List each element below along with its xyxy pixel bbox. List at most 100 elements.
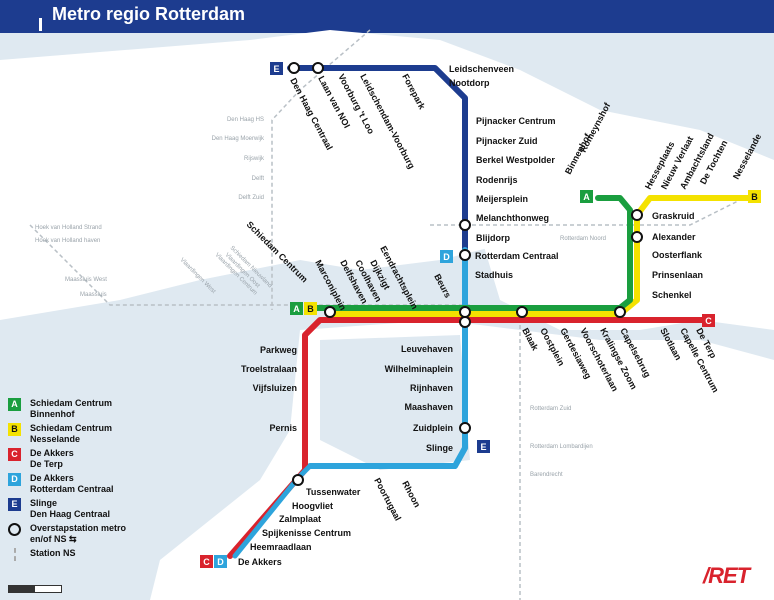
station-label-rotterdam-centraal: Rotterdam Centraal <box>475 251 559 261</box>
ns-label-15: Rotterdam Lombardijen <box>530 444 593 450</box>
station-label-maashaven: Maashaven <box>404 402 453 412</box>
station-label-alexander: Alexander <box>652 232 696 242</box>
legend-row: E Slinge Den Haag Centraal <box>8 498 110 519</box>
badge-b: B <box>304 302 317 315</box>
svg-text:C: C <box>705 316 712 326</box>
legend-badge: B <box>8 423 21 436</box>
station-label-beurs: Beurs <box>432 272 453 299</box>
badge-b: B <box>748 190 761 203</box>
legend-badge: A <box>8 398 21 411</box>
interchange-schiedam <box>324 306 336 318</box>
scale-bar <box>8 585 62 593</box>
station-label-pijnacker-zuid: Pijnacker Zuid <box>476 136 538 146</box>
badge-a: A <box>290 302 303 315</box>
svg-text:B: B <box>751 192 758 202</box>
page-title: Metro regio Rotterdam <box>52 4 246 24</box>
station-label-tussenwater: Tussenwater <box>306 487 361 497</box>
station-label-pijnacker-centrum: Pijnacker Centrum <box>476 116 556 126</box>
ns-label-4: Delft Zuid <box>238 195 264 201</box>
svg-text:C: C <box>203 557 210 567</box>
interchange-den-haag <box>288 62 300 74</box>
badge-d: D <box>440 250 453 263</box>
legend-row: Station NS <box>8 548 76 561</box>
interchange-beurs <box>459 306 471 318</box>
legend-badge: E <box>8 498 21 511</box>
station-label-heemraadlaan: Heemraadlaan <box>250 542 312 552</box>
legend-text: Slinge Den Haag Centraal <box>30 498 111 519</box>
legend-row: Overstapstation metro en/of NS ⇆ <box>8 523 126 544</box>
header-bar: Metro regio Rotterdam <box>0 0 774 33</box>
svg-text:D: D <box>443 252 450 262</box>
station-label-wilhelminaplein: Wilhelminaplein <box>385 364 453 374</box>
station-label-prinsenlaan: Prinsenlaan <box>652 270 703 280</box>
badge-d: D <box>214 555 227 568</box>
legend-text: Station NS <box>30 548 76 558</box>
interchange-beurs2 <box>459 316 471 328</box>
legend-text: De Akkers De Terp <box>30 448 74 469</box>
interchange-capelsebrug <box>614 306 626 318</box>
legend-badge: D <box>8 473 21 486</box>
legend-row: C De Akkers De Terp <box>8 448 74 469</box>
station-label-rijnhaven: Rijnhaven <box>410 383 453 393</box>
station-label-oosterflank: Oosterflank <box>652 250 703 260</box>
ns-label-2: Rijswijk <box>244 156 265 162</box>
station-label-parkweg: Parkweg <box>260 345 297 355</box>
ns-label-7: Maassluis West <box>65 277 107 283</box>
station-label-vijfsluizen: Vijfsluizen <box>253 383 297 393</box>
interchange-blaak <box>516 306 528 318</box>
station-label-leidschenveen: Leidschenveen <box>449 64 514 74</box>
interchange-alexander <box>631 231 643 243</box>
station-label-nootdorp: Nootdorp <box>449 78 490 88</box>
station-label-spijkenisse-centrum: Spijkenisse Centrum <box>262 528 351 538</box>
interchange-tussenwater <box>292 474 304 486</box>
station-label-schenkel: Schenkel <box>652 290 692 300</box>
interchange-graskruid <box>631 209 643 221</box>
ret-logo: /RET <box>703 563 750 588</box>
header-tick <box>39 18 42 31</box>
legend-text: Schiedam Centrum Nesselande <box>30 423 113 444</box>
svg-text:A: A <box>293 304 300 314</box>
ns-label-1: Den Haag Moerwijk <box>212 136 265 142</box>
station-label-stadhuis: Stadhuis <box>475 270 513 280</box>
station-label-berkel-westpolder: Berkel Westpolder <box>476 155 555 165</box>
interchange-stations <box>288 62 643 486</box>
station-label-leuvehaven: Leuvehaven <box>401 344 453 354</box>
legend-badge: C <box>8 448 21 461</box>
ns-label-0: Den Haag HS <box>227 117 264 123</box>
badge-a: A <box>580 190 593 203</box>
svg-text:D: D <box>217 557 224 567</box>
line-d <box>307 247 468 469</box>
ns-line-gouda <box>430 199 741 226</box>
station-label-melanchthonweg: Melanchthonweg <box>476 213 549 223</box>
ns-label-16: Barendrecht <box>530 472 563 478</box>
line-a <box>307 195 633 311</box>
legend-badge <box>14 548 17 561</box>
station-label-slinge: Slinge <box>426 443 453 453</box>
badge-c: C <box>200 555 213 568</box>
ns-label-6: Hoek van Holland haven <box>35 238 100 244</box>
station-label-graskruid: Graskruid <box>652 211 695 221</box>
ns-label-13: Rotterdam Noord <box>560 236 606 242</box>
svg-text:E: E <box>273 64 279 74</box>
station-label-hoogvliet: Hoogvliet <box>292 501 333 511</box>
station-label-zuidplein: Zuidplein <box>413 423 453 433</box>
legend-row: B Schiedam Centrum Nesselande <box>8 423 112 444</box>
station-label-meijersplein: Meijersplein <box>476 194 528 204</box>
svg-text:B: B <box>307 304 314 314</box>
station-label-de-akkers: De Akkers <box>238 557 282 567</box>
interchange-laan-van-noi <box>312 62 324 74</box>
ns-label-8: Maassluis <box>80 292 107 298</box>
station-label-blijdorp: Blijdorp <box>476 233 510 243</box>
ns-line-denhaag <box>271 29 371 310</box>
ns-label-14: Rotterdam Zuid <box>530 406 571 412</box>
station-label-pernis: Pernis <box>269 423 297 433</box>
interchange-zuidplein <box>459 422 471 434</box>
station-label-rodenrijs: Rodenrijs <box>476 175 518 185</box>
water-harbour <box>320 335 470 470</box>
line-e <box>287 65 468 321</box>
ns-label-3: Delft <box>252 176 265 182</box>
